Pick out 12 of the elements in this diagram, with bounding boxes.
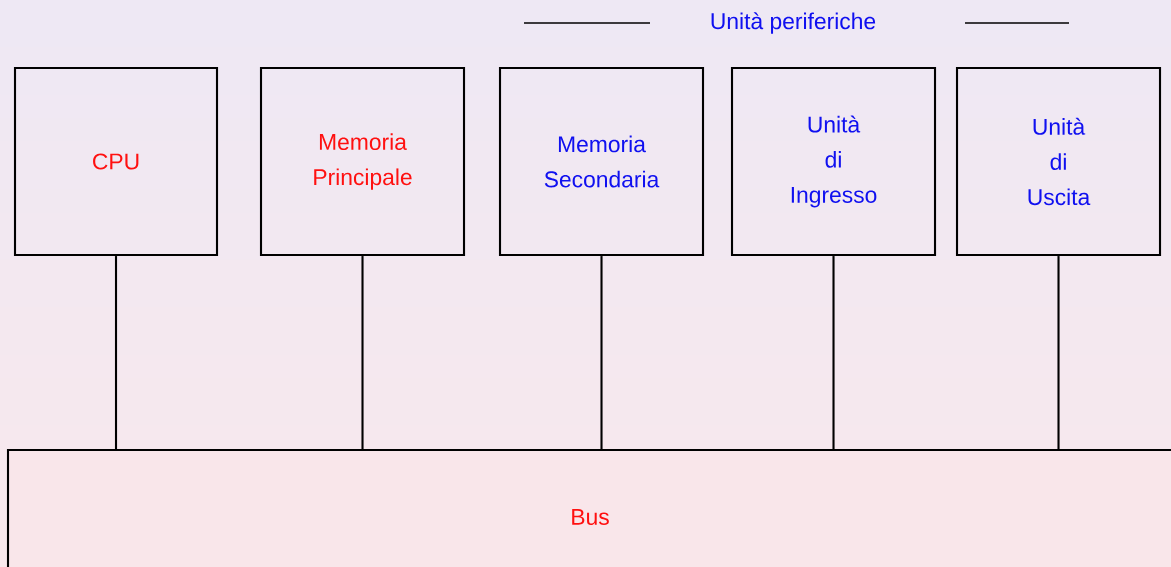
bus-line bbox=[600, 256, 603, 450]
unit-box: Memoria Secondaria bbox=[498, 66, 705, 257]
bus-box: Bus bbox=[6, 448, 1171, 567]
unit-box: Unità di Uscita bbox=[955, 66, 1162, 257]
unit-box: Unità di Ingresso bbox=[730, 66, 937, 257]
bus-line bbox=[114, 256, 118, 450]
bus-line bbox=[832, 256, 835, 450]
bus-line bbox=[1057, 256, 1060, 450]
bus-line bbox=[361, 256, 364, 450]
unit-box: CPU bbox=[13, 66, 219, 257]
heading: Unità periferiche bbox=[711, 12, 876, 34]
unit-box: Memoria Principale bbox=[259, 66, 466, 257]
